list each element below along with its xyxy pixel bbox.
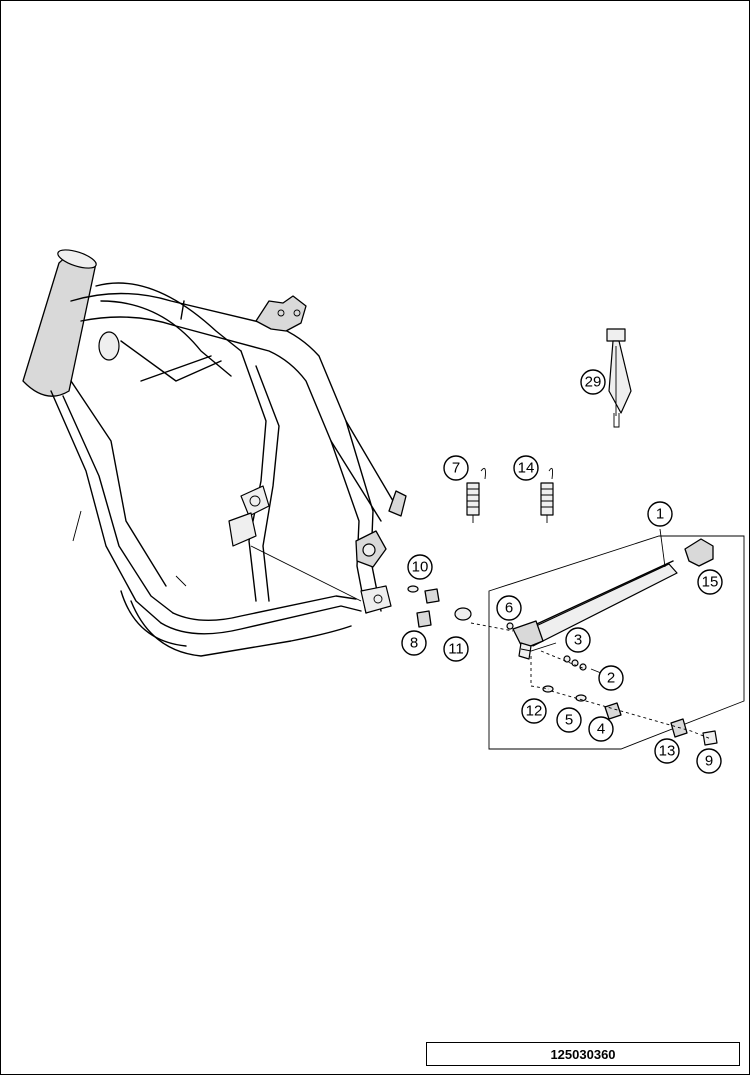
- callout-2: 2: [598, 665, 624, 691]
- svg-text:1: 1: [656, 506, 664, 523]
- callout-11: 11: [443, 636, 469, 662]
- callout-29: 29: [580, 369, 606, 395]
- bushing: [604, 702, 622, 720]
- svg-text:5: 5: [565, 712, 573, 729]
- svg-text:11: 11: [448, 641, 464, 658]
- steering-head-tube: [22, 254, 97, 397]
- svg-text:3: 3: [574, 632, 582, 649]
- callout-10: 10: [407, 554, 433, 580]
- svg-text:4: 4: [597, 721, 605, 738]
- callout-3: 3: [565, 627, 591, 653]
- washer: [542, 685, 554, 693]
- callout-7: 7: [443, 455, 469, 481]
- callout-14: 14: [513, 455, 539, 481]
- svg-text:7: 7: [452, 460, 460, 477]
- callout-13: 13: [654, 738, 680, 764]
- callout-5: 5: [556, 707, 582, 733]
- spring-hook-tool: [606, 328, 632, 428]
- callout-9: 9: [696, 748, 722, 774]
- callout-4: 4: [588, 716, 614, 742]
- motorcycle-frame: [22, 249, 407, 657]
- spring-7: [466, 467, 486, 523]
- o-ring: [407, 585, 419, 593]
- spring-14: [540, 467, 554, 523]
- svg-text:9: 9: [705, 753, 713, 770]
- stud-bolt: [416, 610, 432, 628]
- side-stand-assembly-outline: [488, 535, 745, 750]
- side-stand-foot: [684, 538, 714, 567]
- svg-text:13: 13: [659, 743, 676, 760]
- callout-15: 15: [697, 569, 723, 595]
- svg-text:10: 10: [412, 559, 429, 576]
- svg-text:29: 29: [585, 374, 602, 391]
- washer: [575, 694, 587, 702]
- callout-1: 1: [647, 501, 673, 527]
- callout-12: 12: [521, 698, 547, 724]
- nut: [506, 622, 514, 630]
- frame-bushing: [98, 331, 120, 361]
- svg-text:15: 15: [702, 574, 719, 591]
- svg-text:2: 2: [607, 670, 615, 687]
- head-tube-opening: [57, 249, 97, 269]
- svg-text:14: 14: [518, 460, 535, 477]
- large-washer: [454, 607, 472, 621]
- callout-8: 8: [401, 630, 427, 656]
- top-mount-bracket: [255, 295, 307, 332]
- svg-text:6: 6: [505, 600, 513, 617]
- svg-text:12: 12: [526, 703, 543, 720]
- svg-text:8: 8: [410, 635, 418, 652]
- callout-6: 6: [496, 595, 522, 621]
- bolt: [702, 730, 718, 746]
- pivot-pin: [424, 588, 440, 604]
- drawing-number: 125030360: [426, 1042, 740, 1066]
- side-stand: [512, 560, 678, 660]
